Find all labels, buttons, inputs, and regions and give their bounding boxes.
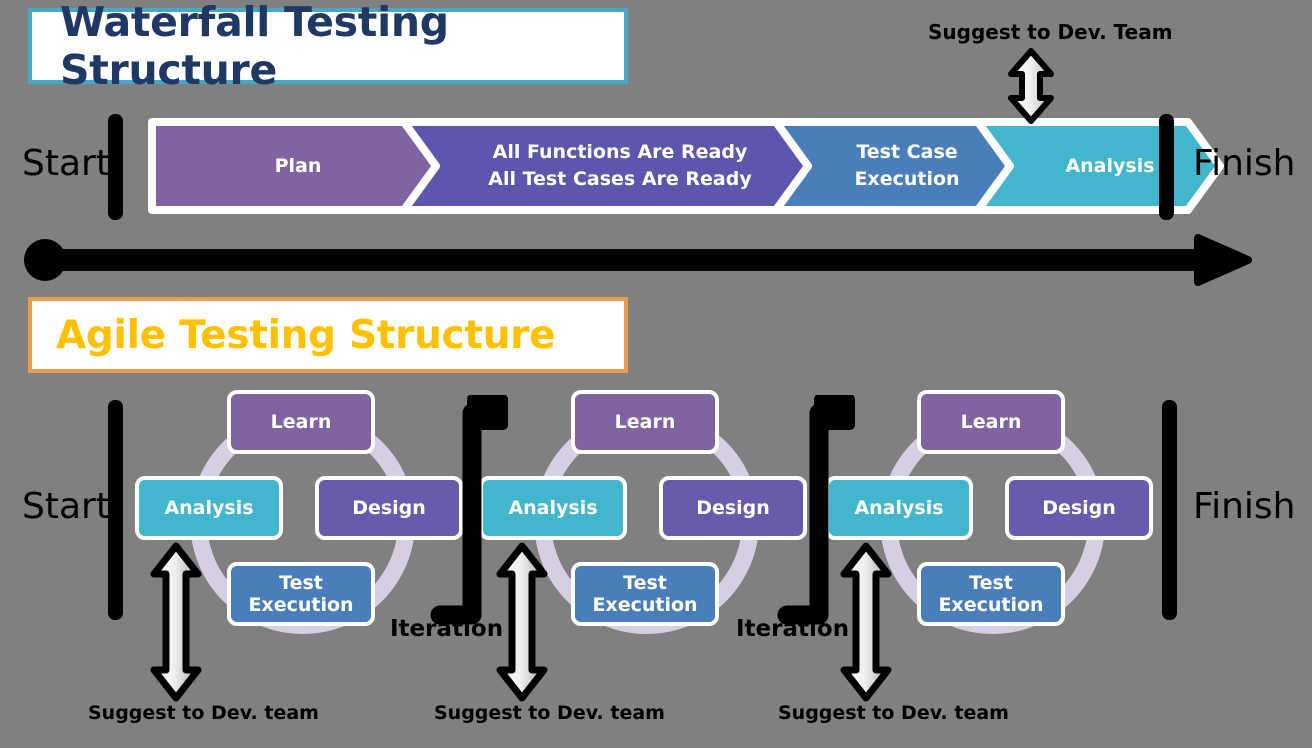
- agile-feedback-arrow-1: [148, 542, 204, 702]
- sprint-3-node-learn[interactable]: Learn: [917, 390, 1065, 454]
- waterfall-stage-functions-ready[interactable]: All Functions Are Ready All Test Cases A…: [400, 118, 820, 214]
- agile-feedback-label-3: Suggest to Dev. team: [778, 702, 1009, 724]
- sprint-2-node-design[interactable]: Design: [659, 476, 807, 540]
- node-label-line1: Test: [623, 571, 667, 594]
- agile-iteration-hook-2: [772, 394, 872, 625]
- agile-finish-bar: [1162, 400, 1177, 620]
- waterfall-start-bar: [108, 114, 123, 220]
- sprint-3-node-design[interactable]: Design: [1005, 476, 1153, 540]
- node-label-line1: Test: [279, 571, 323, 594]
- agile-iteration-hook-1: [425, 394, 525, 625]
- agile-sprint-2: Learn Analysis Design Test Execution: [479, 390, 809, 640]
- node-label: Learn: [960, 410, 1022, 433]
- node-label: Analysis: [854, 496, 944, 519]
- node-label: Learn: [270, 410, 332, 433]
- agile-feedback-label-2: Suggest to Dev. team: [434, 702, 665, 724]
- agile-iteration-label-1: Iteration: [390, 616, 504, 642]
- node-label: Design: [1042, 496, 1116, 519]
- node-label: Design: [352, 496, 426, 519]
- agile-iteration-label-2: Iteration: [736, 616, 850, 642]
- node-label-line1: Test: [969, 571, 1013, 594]
- agile-feedback-label-1: Suggest to Dev. team: [88, 702, 319, 724]
- waterfall-feedback-arrow: [1004, 48, 1058, 124]
- waterfall-feedback-label: Suggest to Dev. Team: [928, 20, 1173, 44]
- node-label: Learn: [614, 410, 676, 433]
- node-label: Analysis: [508, 496, 598, 519]
- waterfall-title-box: Waterfall Testing Structure: [28, 0, 628, 94]
- agile-feedback-arrow-3: [838, 542, 894, 702]
- timeline-arrow: [20, 232, 1260, 288]
- node-label-line2: Execution: [592, 594, 698, 616]
- sprint-3-node-analysis[interactable]: Analysis: [825, 476, 973, 540]
- node-label-line2: Execution: [938, 594, 1044, 616]
- sprint-1-node-analysis[interactable]: Analysis: [135, 476, 283, 540]
- waterfall-finish-label: Finish: [1193, 143, 1296, 184]
- sprint-1-node-learn[interactable]: Learn: [227, 390, 375, 454]
- agile-finish-label: Finish: [1193, 486, 1296, 527]
- agile-start-bar: [108, 400, 123, 620]
- sprint-2-node-analysis[interactable]: Analysis: [479, 476, 627, 540]
- agile-title-box: Agile Testing Structure: [28, 297, 628, 373]
- node-label: Design: [696, 496, 770, 519]
- waterfall-start-label: Start: [22, 143, 110, 184]
- sprint-1-node-design[interactable]: Design: [315, 476, 463, 540]
- agile-title-text: Agile Testing Structure: [56, 312, 556, 358]
- sprint-2-node-test-execution[interactable]: Test Execution: [571, 562, 719, 626]
- agile-sprint-3: Learn Analysis Design Test Execution: [825, 390, 1155, 640]
- agile-start-label: Start: [22, 486, 110, 527]
- node-label: Analysis: [164, 496, 254, 519]
- waterfall-title-text: Waterfall Testing Structure: [60, 0, 449, 94]
- waterfall-stage-analysis[interactable]: Analysis: [974, 118, 1224, 214]
- sprint-3-node-test-execution[interactable]: Test Execution: [917, 562, 1065, 626]
- sprint-1-node-test-execution[interactable]: Test Execution: [227, 562, 375, 626]
- agile-sprint-1: Learn Analysis Design Test Execution: [135, 390, 465, 640]
- waterfall-stage-strip: Plan All Functions Are Ready All Test Ca…: [148, 118, 1224, 214]
- agile-feedback-arrow-2: [494, 542, 550, 702]
- waterfall-finish-bar: [1159, 114, 1174, 220]
- node-label-line2: Execution: [248, 594, 354, 616]
- sprint-2-node-learn[interactable]: Learn: [571, 390, 719, 454]
